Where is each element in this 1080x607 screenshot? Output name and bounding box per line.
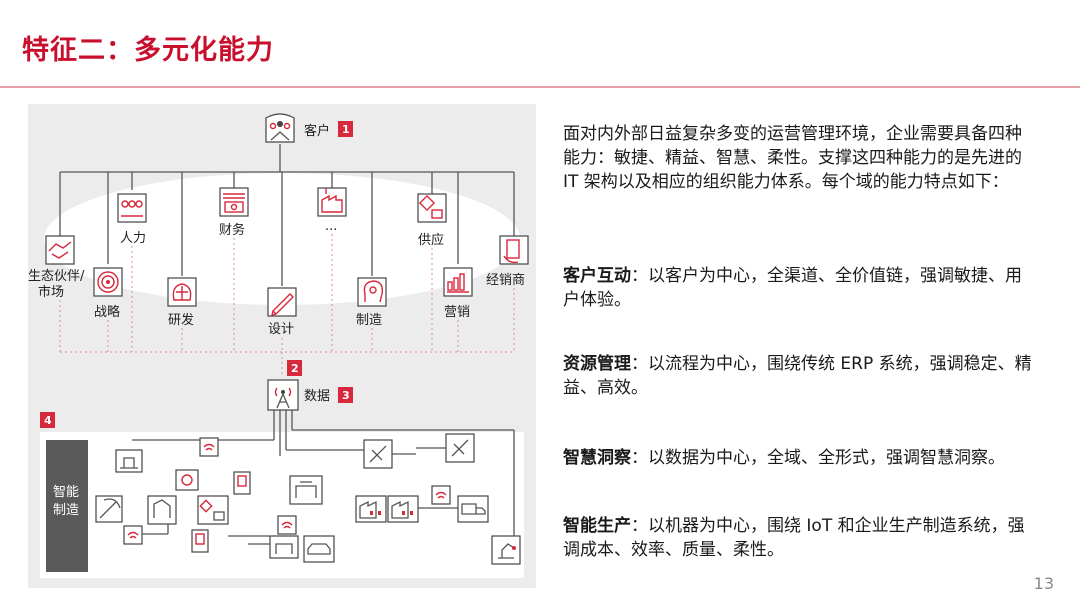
domain-sheji: 设计 bbox=[268, 322, 294, 337]
marker-1-text: 1 bbox=[342, 123, 350, 136]
robot-arm-icon bbox=[115, 449, 143, 473]
marker-4 bbox=[40, 412, 55, 428]
factory-icon bbox=[289, 475, 323, 505]
pencil-icon bbox=[267, 287, 297, 317]
robot-arm-icon bbox=[491, 535, 521, 565]
capability-insight: 智慧洞察：以数据为中心，全域、全形式，强调智慧洞察。 bbox=[563, 446, 1033, 470]
slide-title: 特征二：多元化能力 bbox=[22, 35, 274, 66]
supply-icon bbox=[197, 495, 229, 525]
capability-diagram: 客户 1 人力 财务 bbox=[28, 104, 536, 588]
capability-customer: 客户互动：以客户为中心，全渠道、全价值链，强调敏捷、用户体验。 bbox=[563, 264, 1033, 312]
money-icon bbox=[219, 187, 249, 217]
factory-icon bbox=[269, 535, 299, 559]
capability-desc: ：以数据为中心，全域、全形式，强调智慧洞察。 bbox=[631, 448, 1005, 468]
capability-name: 智能生产 bbox=[563, 516, 631, 536]
wifi-icon bbox=[123, 525, 143, 545]
domain-jingxiaoshang: 经销商 bbox=[486, 273, 525, 288]
intro-text-block: 面对内外部日益复杂多变的运营管理环境，企业需要具备四种能力：敏捷、精益、智慧、柔… bbox=[563, 122, 1033, 194]
domain-zhanlue: 战略 bbox=[94, 304, 120, 320]
manufacturing-label-box bbox=[46, 440, 88, 572]
people-icon bbox=[117, 193, 147, 223]
capability-resource: 资源管理：以流程为中心，围绕传统 ERP 系统，强调稳定、精益、高效。 bbox=[563, 352, 1033, 400]
head-gear-icon bbox=[175, 469, 199, 491]
intro-paragraph: 面对内外部日益复杂多变的运营管理环境，企业需要具备四种能力：敏捷、精益、智慧、柔… bbox=[563, 124, 1022, 192]
capability-name: 客户互动 bbox=[563, 266, 631, 286]
handheld-icon bbox=[191, 529, 209, 553]
domain-renli: 人力 bbox=[120, 231, 146, 246]
truck-icon bbox=[457, 495, 489, 523]
marker-2 bbox=[287, 360, 302, 376]
wifi-icon bbox=[277, 515, 297, 535]
marker-4-text: 4 bbox=[44, 414, 52, 427]
handheld-icon bbox=[499, 235, 529, 265]
domain-zhizao: 制造 bbox=[356, 313, 382, 328]
marker-2-text: 2 bbox=[291, 362, 299, 375]
car-icon bbox=[303, 535, 335, 563]
domain-caiwu: 财务 bbox=[219, 222, 245, 238]
handshake-icon bbox=[45, 235, 75, 265]
marker-3 bbox=[338, 387, 353, 403]
marker-3-text: 3 bbox=[342, 389, 350, 402]
factory-icon bbox=[387, 495, 419, 523]
capability-desc: ：以流程为中心，围绕传统 ERP 系统，强调稳定、精益、高效。 bbox=[563, 354, 1032, 398]
customer-label: 客户 bbox=[304, 123, 330, 139]
supply-icon bbox=[417, 193, 447, 223]
page-number: 13 bbox=[1033, 574, 1054, 593]
customer-icon bbox=[265, 113, 295, 143]
pickaxe-icon bbox=[95, 495, 123, 523]
capability-name: 智慧洞察 bbox=[563, 448, 631, 468]
capability-desc: ：以机器为中心，围绕 IoT 和企业生产制造系统，强调成本、效率、质量、柔性。 bbox=[563, 516, 1025, 560]
capability-desc: ：以客户为中心，全渠道、全价值链，强调敏捷、用户体验。 bbox=[563, 266, 1022, 310]
domain-shengtai-2: 市场 bbox=[38, 284, 64, 300]
capability-production: 智能生产：以机器为中心，围绕 IoT 和企业生产制造系统，强调成本、效率、质量、… bbox=[563, 514, 1033, 562]
satellite-icon bbox=[363, 439, 393, 469]
title-divider bbox=[0, 86, 1080, 88]
target-icon bbox=[93, 267, 123, 297]
handheld-icon bbox=[233, 471, 251, 495]
data-label: 数据 bbox=[304, 389, 330, 404]
factory-icon bbox=[317, 187, 347, 217]
satellite-icon bbox=[445, 433, 475, 463]
domain-gongying: 供应 bbox=[418, 232, 444, 248]
robot-arm-icon bbox=[147, 495, 177, 525]
domain-yanfa: 研发 bbox=[168, 312, 194, 328]
manufacturing-label-1: 智能 bbox=[53, 485, 79, 500]
chart-icon bbox=[443, 267, 473, 297]
domain-shengtai-1: 生态伙伴/ bbox=[28, 269, 85, 284]
antenna-icon bbox=[267, 379, 299, 411]
capability-name: 资源管理 bbox=[563, 354, 631, 374]
domain-yingxiao: 营销 bbox=[444, 305, 470, 320]
head-gear-icon bbox=[357, 277, 387, 307]
domain-ellipsis: ... bbox=[325, 219, 337, 234]
manufacturing-label-2: 制造 bbox=[53, 503, 79, 518]
wifi-icon bbox=[199, 437, 219, 457]
wifi-icon bbox=[431, 485, 451, 505]
marker-1 bbox=[338, 121, 353, 137]
diagram-svg: 客户 1 人力 财务 bbox=[28, 113, 529, 578]
brain-icon bbox=[167, 277, 197, 307]
factory-icon bbox=[355, 495, 387, 523]
